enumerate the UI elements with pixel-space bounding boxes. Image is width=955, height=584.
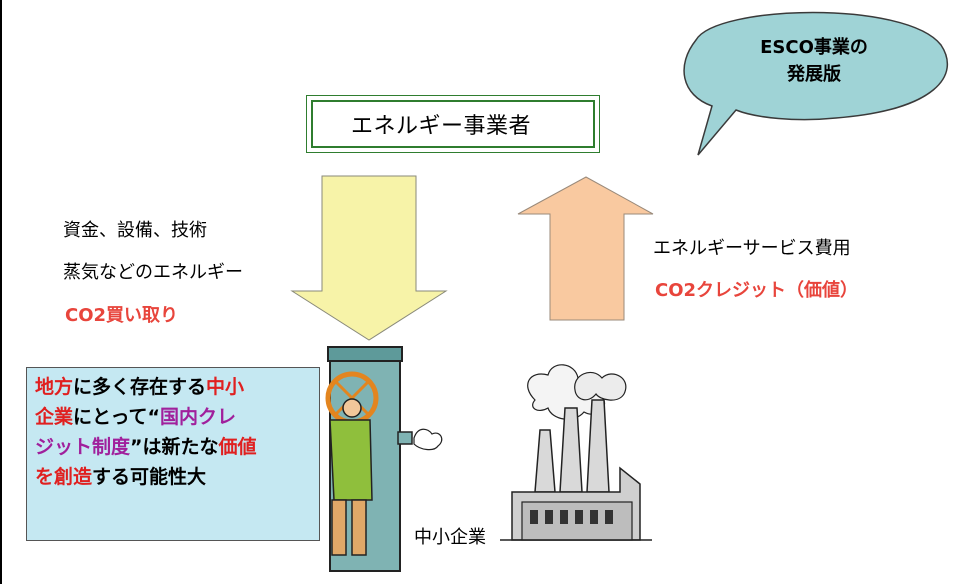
note-text-l4b: する可能性大 [92, 466, 207, 488]
note-text-souzou: を創造 [35, 466, 93, 488]
left-border-line [0, 0, 2, 584]
note-text-kigyo: 企業 [35, 406, 74, 428]
note-text-l2b: にとって [73, 406, 148, 428]
note-text-chihou: 地方 [35, 376, 74, 398]
note-line-1: 地方に多く存在する中小 [35, 372, 313, 402]
note-line-4: を創造する可能性大 [35, 462, 313, 492]
left-label-energy: 蒸気などのエネルギー [63, 262, 243, 283]
note-text-credit-system: ジット制度 [35, 436, 131, 458]
speech-bubble-line2: 発展版 [787, 64, 841, 85]
sme-label: 中小企業 [414, 527, 486, 548]
note-box: 地方に多く存在する中小 企業にとって“国内クレ ジット制度”は新たな価値 を創造… [26, 367, 320, 541]
right-label-service-fee: エネルギーサービス費用 [653, 238, 851, 259]
left-label-funds: 資金、設備、技術 [63, 220, 207, 241]
note-text-l3b: ”は新たな [130, 436, 219, 458]
energy-provider-box-inner: エネルギー事業者 [311, 100, 595, 148]
note-line-2: 企業にとって“国内クレ [35, 402, 313, 432]
note-text-kokunai: 国内クレ [160, 406, 237, 428]
speech-bubble-line1: ESCO事業の [760, 37, 868, 58]
note-text-quote-open: “ [147, 406, 161, 428]
energy-provider-label: エネルギー事業者 [351, 114, 532, 139]
note-text-l1b: に多く存在する [73, 376, 207, 398]
note-line-3: ジット制度”は新たな価値 [35, 432, 313, 462]
left-label-co2-purchase: CO2買い取り [65, 305, 179, 326]
energy-provider-box: エネルギー事業者 [306, 95, 600, 153]
note-text-chusho: 中小 [206, 376, 245, 398]
speech-bubble-text: ESCO事業の 発展版 [744, 34, 884, 88]
speech-bubble [683, 11, 949, 156]
right-label-co2-credit: CO2クレジット（価値） [655, 280, 859, 301]
note-text-kachi: 価値 [218, 436, 257, 458]
